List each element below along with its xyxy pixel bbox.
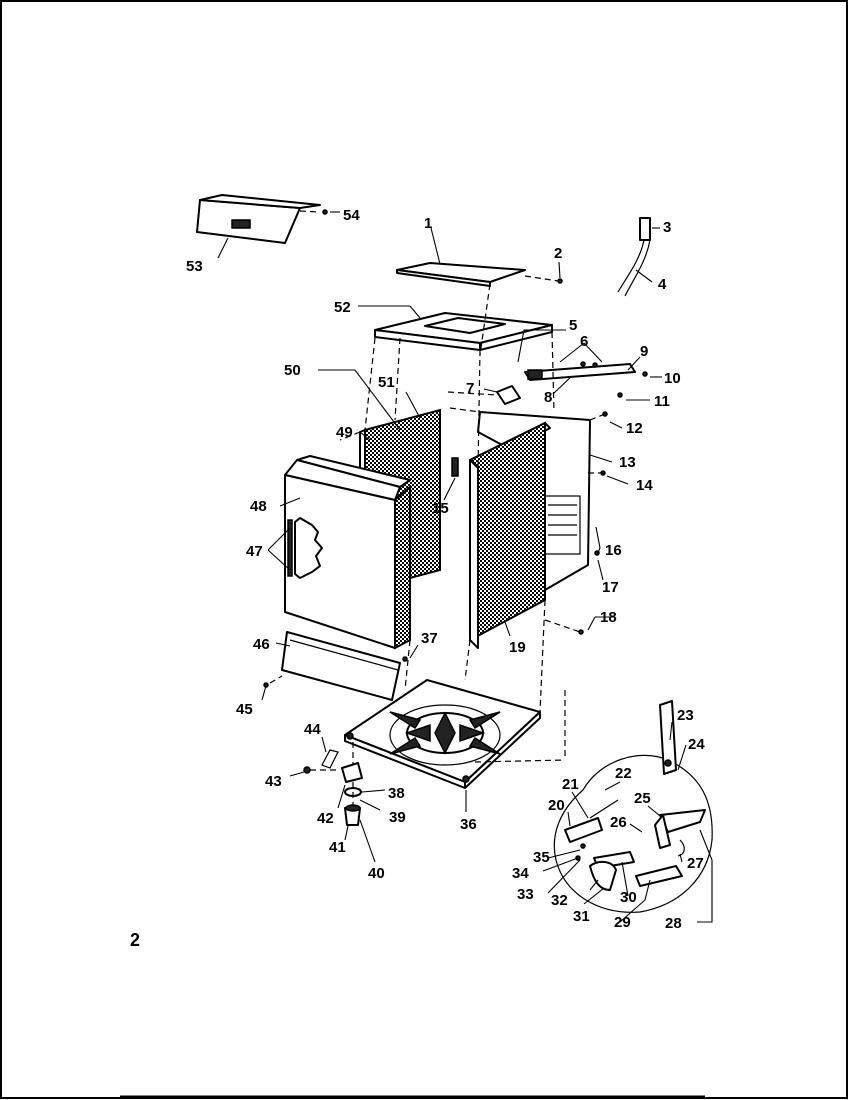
callout-51: 51 — [378, 374, 395, 391]
callout-2: 2 — [554, 245, 562, 262]
callout-53: 53 — [186, 258, 203, 275]
leg-bracket-44 — [321, 749, 339, 769]
top-frame — [374, 312, 553, 351]
callout-34: 34 — [512, 865, 529, 882]
callout-14: 14 — [636, 477, 653, 494]
callout-8: 8 — [544, 389, 552, 406]
callout-3: 3 — [663, 219, 671, 236]
side-screw-18 — [578, 629, 584, 635]
callout-40: 40 — [368, 865, 385, 882]
callout-35: 35 — [533, 849, 550, 866]
callout-22: 22 — [615, 765, 632, 782]
callout-4: 4 — [658, 276, 667, 293]
callout-46: 46 — [253, 636, 270, 653]
callout-52: 52 — [334, 299, 351, 316]
callout-15: 15 — [432, 500, 449, 517]
callout-24: 24 — [688, 736, 705, 753]
lid-screw — [322, 209, 328, 215]
callout-19: 19 — [509, 639, 526, 656]
callout-10: 10 — [664, 370, 681, 387]
callout-45: 45 — [236, 701, 253, 718]
callout-49: 49 — [336, 424, 353, 441]
kick-plate — [281, 631, 401, 701]
callout-27: 27 — [687, 855, 704, 872]
callout-47: 47 — [246, 543, 263, 560]
callout-31: 31 — [573, 908, 590, 925]
callout-28: 28 — [665, 915, 682, 932]
top-screw — [557, 278, 563, 284]
cord-and-plug — [617, 217, 651, 297]
callout-13: 13 — [619, 454, 636, 471]
callout-26: 26 — [610, 814, 627, 831]
callout-42: 42 — [317, 810, 334, 827]
right-side-panel — [469, 421, 551, 649]
callout-30: 30 — [620, 889, 637, 906]
callout-12: 12 — [626, 420, 643, 437]
hinged-lid — [196, 194, 321, 244]
callout-1: 1 — [424, 215, 432, 232]
callout-33: 33 — [517, 886, 534, 903]
callout-11: 11 — [654, 393, 670, 410]
callout-41: 41 — [329, 839, 346, 856]
page-number: 2 — [130, 930, 140, 950]
callout-21: 21 — [562, 776, 579, 793]
callout-16: 16 — [605, 542, 622, 559]
callout-32: 32 — [551, 892, 568, 909]
callout-39: 39 — [389, 809, 406, 826]
callout-labels: 54 53 1 2 3 4 52 5 6 9 10 50 51 7 8 11 1… — [130, 207, 705, 950]
callout-6: 6 — [580, 333, 588, 350]
leg-screw-43 — [303, 766, 311, 774]
latch-detail-inset — [553, 700, 713, 913]
callout-7: 7 — [466, 380, 474, 397]
bracket-15 — [451, 457, 459, 477]
callout-38: 38 — [388, 785, 405, 802]
base-pan — [344, 679, 541, 789]
callout-37: 37 — [421, 630, 438, 647]
callout-44: 44 — [304, 721, 321, 738]
switch-block — [496, 385, 521, 405]
callout-17: 17 — [602, 579, 619, 596]
callout-48: 48 — [250, 498, 267, 515]
callout-25: 25 — [634, 790, 651, 807]
callout-54: 54 — [343, 207, 360, 224]
kick-screw-37 — [402, 656, 408, 662]
top-cover-plate — [396, 262, 526, 287]
callout-29: 29 — [614, 914, 631, 931]
leveling-leg — [341, 762, 363, 826]
callout-9: 9 — [640, 343, 648, 360]
callout-50: 50 — [284, 362, 301, 379]
alignment-lines — [269, 210, 606, 806]
callout-23: 23 — [677, 707, 694, 724]
callout-18: 18 — [600, 609, 617, 626]
callout-36: 36 — [460, 816, 477, 833]
callout-43: 43 — [265, 773, 282, 790]
left-side-panel — [284, 455, 411, 650]
callout-20: 20 — [548, 797, 565, 814]
callout-5: 5 — [569, 317, 577, 334]
leader-lines — [217, 211, 713, 923]
